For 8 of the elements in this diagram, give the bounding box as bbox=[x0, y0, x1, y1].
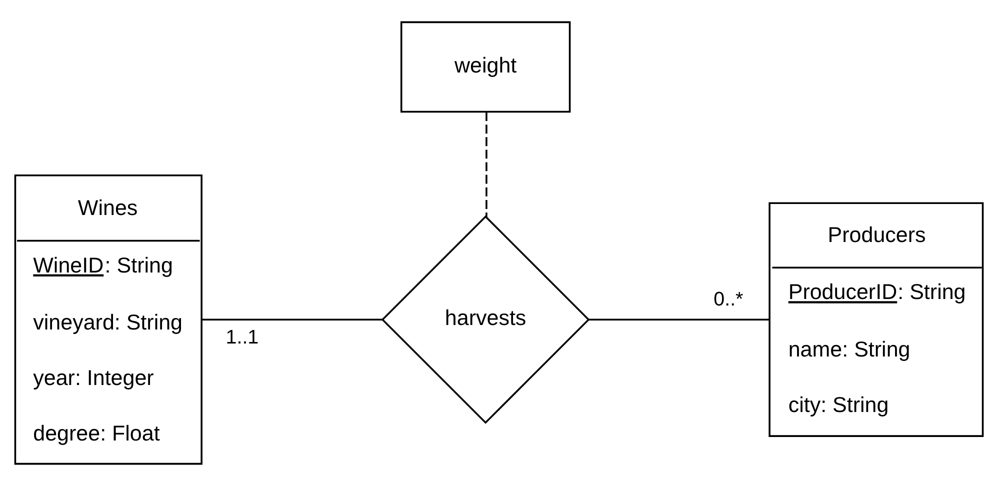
node-box: Wines WineID: String vineyard: String year: Integer degree: Float bbox=[14, 174, 202, 464]
node-box: weight bbox=[400, 20, 571, 112]
edge-label: 1..1 bbox=[226, 326, 259, 348]
node-diamond: harvests bbox=[381, 214, 590, 424]
connector bbox=[202, 318, 382, 320]
connector bbox=[486, 112, 488, 217]
connector bbox=[588, 318, 770, 320]
edge-label: 0..* bbox=[714, 288, 744, 310]
